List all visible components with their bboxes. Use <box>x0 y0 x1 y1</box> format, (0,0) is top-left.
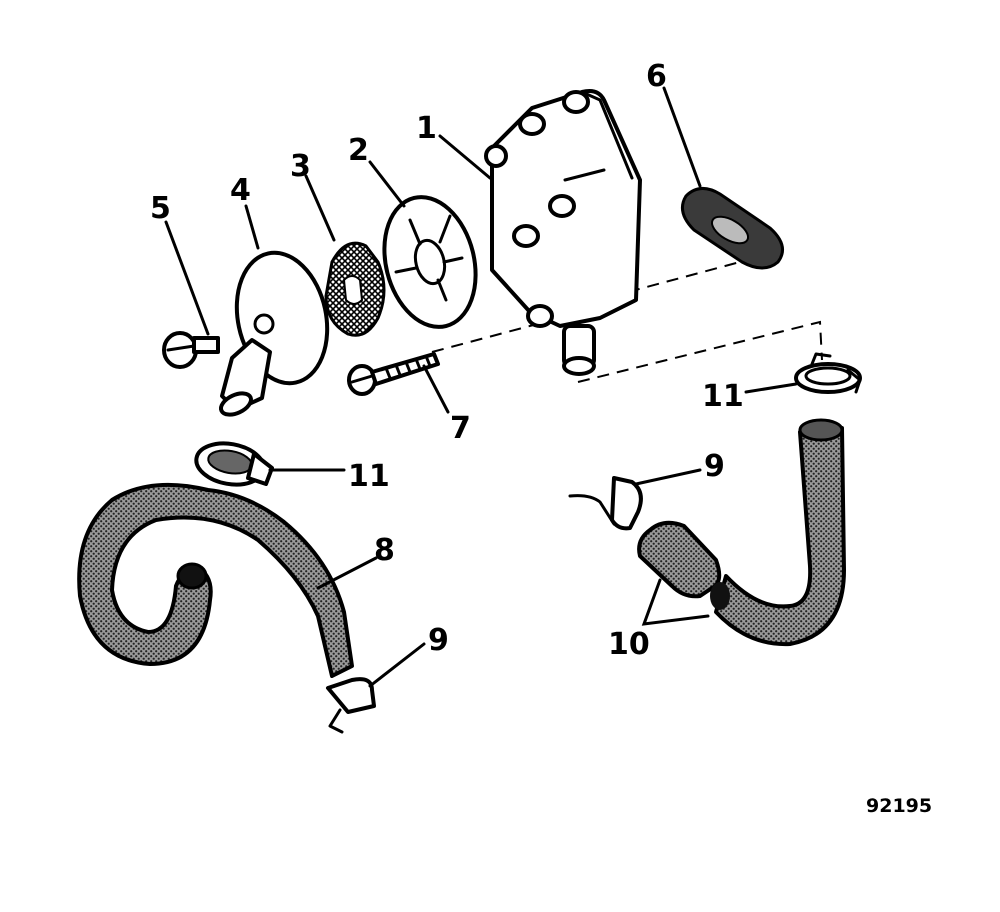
part-11-clamp-right <box>794 352 862 394</box>
callout-11-right: 11 <box>702 379 744 414</box>
callout-4: 4 <box>230 173 251 208</box>
callout-1: 1 <box>416 111 437 146</box>
part-9-clip-lower-left <box>326 677 376 734</box>
figure-number: 92195 <box>866 795 932 817</box>
callout-9-lower-left: 9 <box>428 623 449 658</box>
callout-10: 10 <box>608 627 650 662</box>
callout-2: 2 <box>348 133 369 168</box>
part-3-filter-screen <box>324 241 386 337</box>
callout-7: 7 <box>450 411 471 446</box>
part-7-long-screw <box>347 352 440 396</box>
part-9-clip-right <box>568 476 643 531</box>
part-6-gasket <box>680 187 784 270</box>
callout-11-left: 11 <box>348 459 390 494</box>
part-10-hoses <box>637 418 846 647</box>
callout-5: 5 <box>150 191 171 226</box>
part-8-hose <box>77 482 354 678</box>
callout-6: 6 <box>646 59 667 94</box>
part-4-cover <box>219 250 330 417</box>
part-5-screw <box>162 331 220 369</box>
callout-labels: 1 2 3 4 5 6 7 8 9 9 10 11 11 <box>150 59 744 662</box>
leader-lines <box>164 86 798 688</box>
callout-9-right: 9 <box>704 449 725 484</box>
part-11-clamp-left <box>194 441 274 487</box>
part-1-pump-body <box>484 89 642 376</box>
callout-8: 8 <box>374 533 395 568</box>
callout-3: 3 <box>290 149 311 184</box>
part-2-valve-plate <box>382 195 478 329</box>
